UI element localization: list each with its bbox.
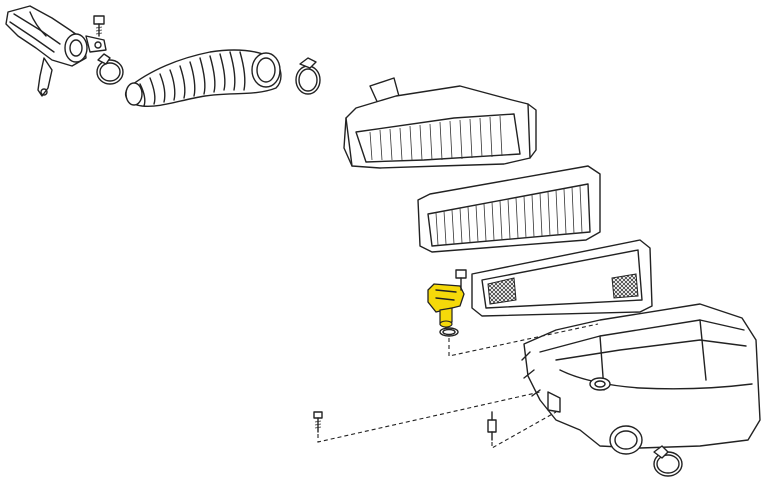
housing-cover-icon — [343, 77, 537, 169]
housing-case-icon — [521, 303, 761, 455]
gasket-frame-icon — [471, 239, 653, 317]
clamp-icon — [96, 53, 124, 85]
screw-icon — [455, 269, 467, 291]
stud-icon — [487, 411, 497, 441]
clamp-icon — [295, 57, 321, 95]
corrugated-hose-icon — [124, 49, 282, 108]
clamp-icon — [653, 445, 683, 477]
assembly-lines — [317, 323, 599, 449]
bolt-icon — [93, 15, 105, 37]
sensor-icon — [427, 283, 465, 328]
filter-element-icon — [417, 165, 601, 253]
bolt-icon — [313, 411, 323, 433]
throttle-body-icon — [5, 5, 107, 97]
o-ring-icon — [439, 327, 459, 337]
